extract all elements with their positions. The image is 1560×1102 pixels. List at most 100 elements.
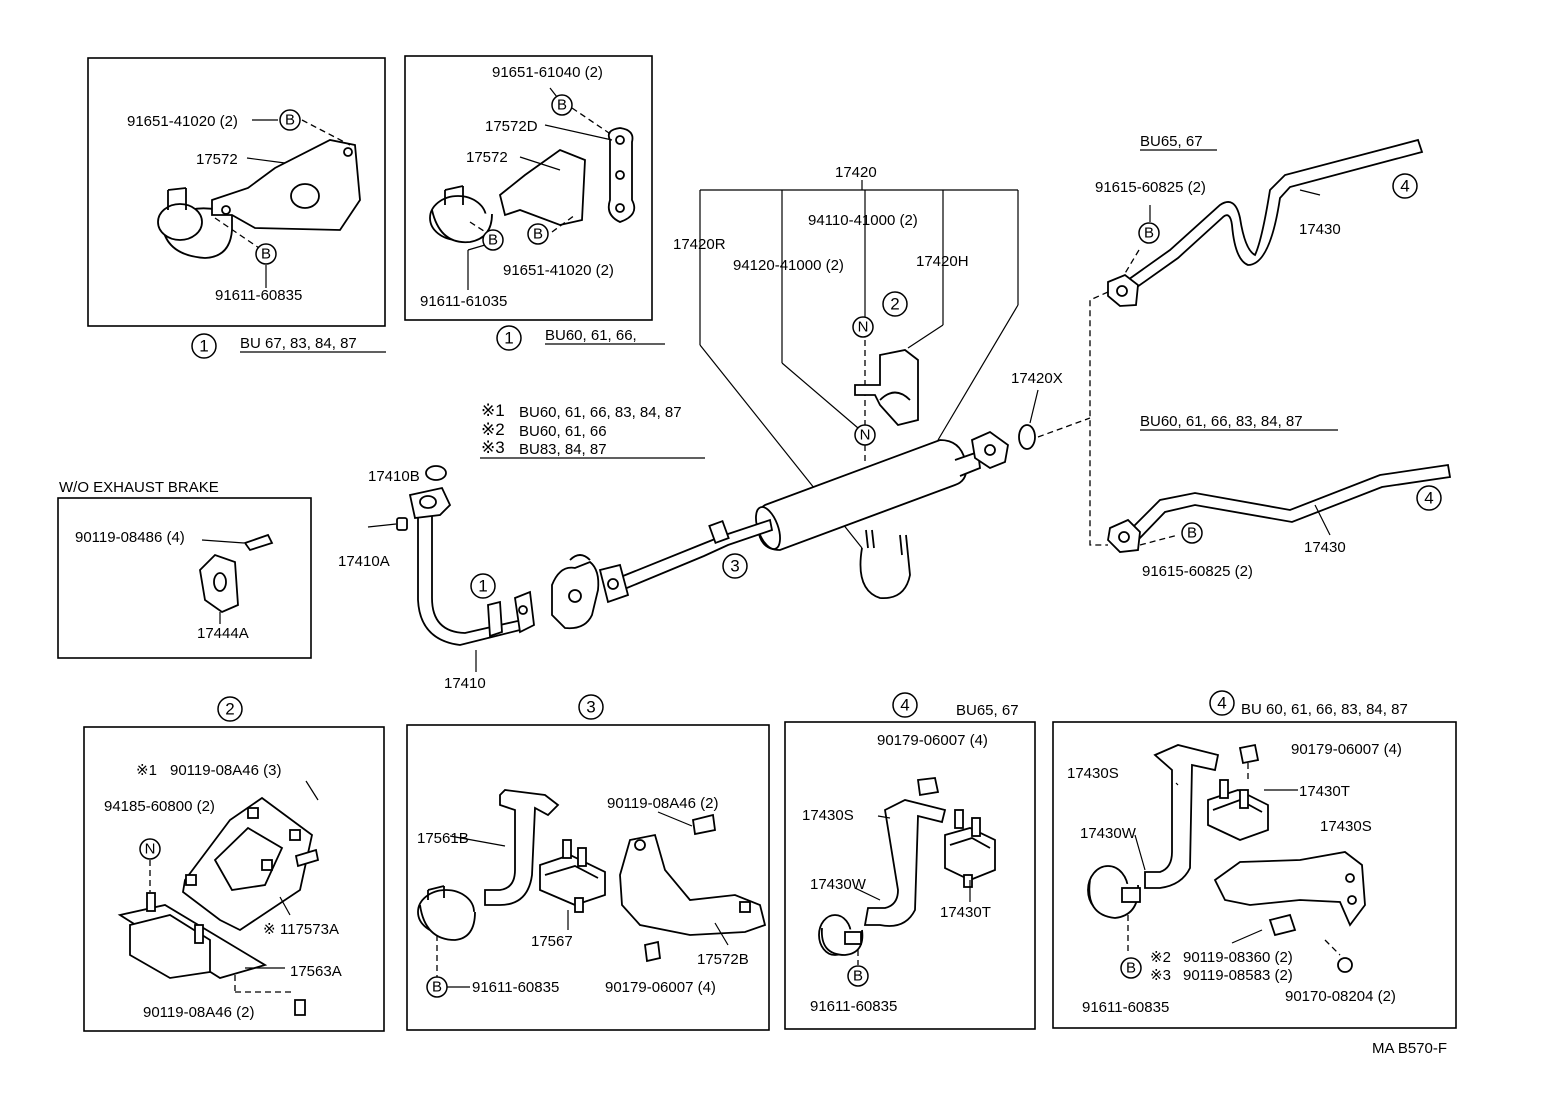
- mark-star1-box2: ※1: [136, 762, 157, 779]
- label-91651-41020-a: 91651-41020 (2): [127, 113, 238, 130]
- label-17430W-b: 17430W: [1080, 825, 1137, 842]
- callout-4-box-b: 4: [1209, 690, 1235, 716]
- rubber-mount-17567: [539, 839, 606, 913]
- diagram-code: MA B570-F: [1372, 1040, 1447, 1057]
- label-91615-60825-a: 91615-60825 (2): [1095, 179, 1206, 196]
- inset-box-3: [406, 724, 770, 1031]
- label-117573A: 117573A: [280, 921, 339, 938]
- inset-box-exhaust-brake: [57, 497, 312, 659]
- svg-text:4: 4: [1424, 489, 1433, 508]
- tail-pipe-17430-bu60-87: [1107, 463, 1452, 553]
- front-pipe-17410: [408, 486, 535, 646]
- callout-1-box-a: 1: [191, 333, 217, 359]
- label-17444A: 17444A: [197, 625, 249, 642]
- svg-text:4: 4: [900, 696, 909, 715]
- inset-box-2: [83, 726, 385, 1032]
- label-bu65-67-b: BU65, 67: [956, 702, 1019, 719]
- clamp-bracket-assembly-1b: [429, 127, 636, 244]
- label-91611-60835-a: 91611-60835: [215, 287, 302, 304]
- inset-box-1b: [404, 55, 653, 321]
- tail-pipe-17430-bu65-67: [1107, 138, 1424, 307]
- label-90119-08A46-b: 90119-08A46 (2): [143, 1004, 254, 1021]
- callout-4-main-b: 4: [1416, 485, 1442, 511]
- bolt-symbol-b7: B: [1181, 522, 1203, 544]
- label-17561B: 17561B: [417, 830, 469, 847]
- label-91611-60835-c: 91611-60835: [810, 998, 897, 1015]
- bolt-symbol-b10: B: [1120, 957, 1142, 979]
- inset-box-4a: [784, 721, 1036, 1030]
- intermediate-pipe: [598, 518, 774, 604]
- label-90170-08204: 90170-08204 (2): [1285, 988, 1396, 1005]
- tail-pipe-bracket-17430S-bu60-upper: [1087, 744, 1220, 919]
- callout-4-main-a: 4: [1392, 173, 1418, 199]
- pipe-support-bracket-17561B: [417, 789, 560, 941]
- mark-star2-box4b: ※2: [1150, 949, 1171, 966]
- label-91611-60835-d: 91611-60835: [1082, 999, 1169, 1016]
- svg-text:2: 2: [225, 700, 234, 719]
- svg-text:N: N: [858, 319, 869, 336]
- label-91611-61035: 91611-61035: [420, 293, 507, 310]
- callout-2-main: 2: [882, 291, 908, 317]
- label-94185-60800: 94185-60800 (2): [104, 798, 215, 815]
- label-17430-a: 17430: [1299, 221, 1341, 238]
- clamp-bracket-assembly-1a: [157, 139, 361, 259]
- muffler-bracket-17573A: [182, 796, 314, 932]
- tail-pipe-bracket-17430S-bu65: [818, 799, 947, 956]
- label-bu60-61-66-83-84-87: BU60, 61, 66, 83, 84, 87: [1140, 413, 1303, 430]
- svg-text:3: 3: [730, 557, 739, 576]
- label-91611-60835-b: 91611-60835: [472, 979, 559, 996]
- note-3-mark: ※3: [481, 438, 505, 457]
- rubber-mount-17430T-bu65: [944, 809, 996, 888]
- section-title-exhaust-brake: W/O EXHAUST BRAKE: [59, 479, 219, 496]
- label-17420H: 17420H: [916, 253, 969, 270]
- note-1-text: BU60, 61, 66, 83, 84, 87: [519, 404, 682, 421]
- label-17430S-c: 17430S: [1320, 818, 1372, 835]
- label-90119-08486: 90119-08486 (4): [75, 529, 185, 546]
- svg-text:N: N: [860, 427, 871, 444]
- svg-text:B: B: [1144, 225, 1154, 242]
- label-17410B: 17410B: [368, 468, 420, 485]
- label-bu67-83-84-87: BU 67, 83, 84, 87: [240, 335, 357, 352]
- label-17430S-b: 17430S: [1067, 765, 1119, 782]
- rubber-mount-17430T-bu60: [1207, 779, 1269, 841]
- label-90179-06007-a: 90179-06007 (4): [605, 979, 716, 996]
- label-bu65-67-a: BU65, 67: [1140, 133, 1203, 150]
- label-bu60-6x-87-b: BU 60, 61, 66, 83, 84, 87: [1241, 701, 1408, 718]
- nut-symbol-n2: N: [854, 424, 876, 446]
- rubber-mount-17563A: [117, 892, 268, 979]
- svg-text:4: 4: [1400, 177, 1409, 196]
- bolt-symbol-b8: B: [426, 976, 448, 998]
- muffler-bracket-17572B: [619, 833, 767, 936]
- label-94120-41000: 94120-41000 (2): [733, 257, 844, 274]
- label-17420X: 17420X: [1011, 370, 1063, 387]
- svg-text:B: B: [533, 226, 543, 243]
- label-17430T-a: 17430T: [940, 904, 991, 921]
- label-90119-08A46-c: 90119-08A46 (2): [607, 795, 718, 812]
- svg-text:2: 2: [890, 295, 899, 314]
- svg-text:4: 4: [1217, 694, 1226, 713]
- label-17410: 17410: [444, 675, 486, 692]
- label-17567: 17567: [531, 933, 573, 950]
- svg-text:B: B: [853, 968, 863, 985]
- svg-text:3: 3: [586, 698, 595, 717]
- label-17572D: 17572D: [485, 118, 538, 135]
- label-90119-08A46-a: 90119-08A46 (3): [170, 762, 281, 779]
- label-17420: 17420: [835, 164, 877, 181]
- bolt-symbol-b6: B: [1138, 222, 1160, 244]
- mark-star3-box4b: ※3: [1150, 967, 1171, 984]
- note-1-mark: ※1: [481, 401, 505, 420]
- label-94110-41000: 94110-41000 (2): [808, 212, 918, 229]
- svg-text:B: B: [1126, 960, 1136, 977]
- callout-3-main: 3: [722, 553, 748, 579]
- nut-17410A: [396, 517, 408, 531]
- nut-symbol-n3: N: [139, 838, 161, 860]
- note-2-text: BU60, 61, 66: [519, 423, 607, 440]
- svg-text:B: B: [432, 979, 442, 996]
- bolt-symbol-b5: B: [482, 229, 504, 251]
- label-bu60-61-66: BU60, 61, 66,: [545, 327, 637, 344]
- bolt-symbol-b1: B: [279, 109, 301, 131]
- label-91651-61040: 91651-61040 (2): [492, 64, 603, 81]
- callout-1-box-b: 1: [496, 325, 522, 351]
- callout-1-main: 1: [470, 573, 496, 599]
